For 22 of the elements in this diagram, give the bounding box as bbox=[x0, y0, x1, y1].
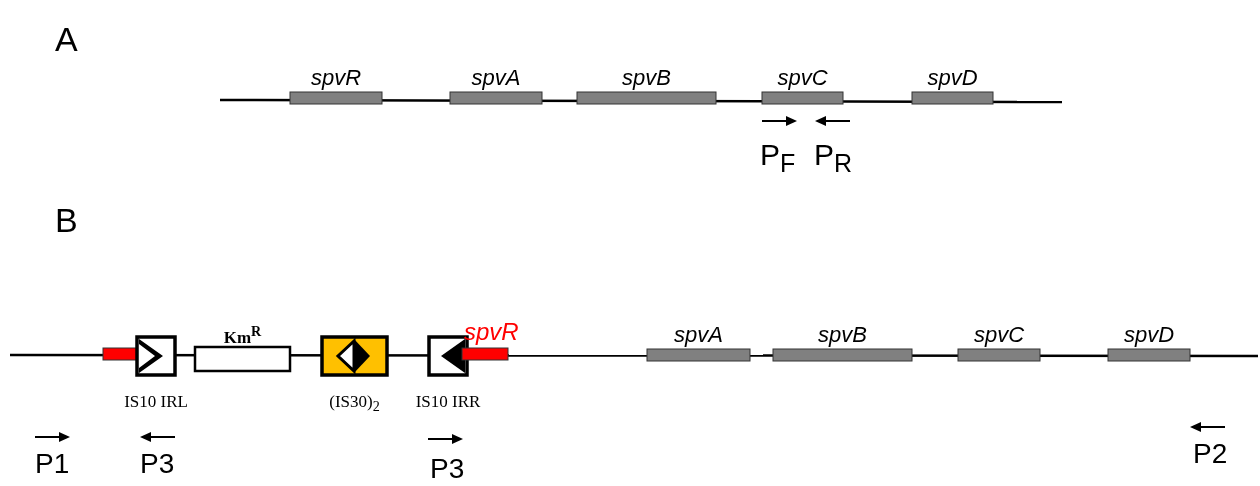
element-label: IS10 IRL bbox=[124, 393, 188, 410]
gene-label: spvA bbox=[471, 67, 521, 89]
gene-label: spvC bbox=[777, 67, 828, 89]
primer-label: P$_{R}$ bbox=[814, 140, 853, 176]
primer-label: P$_{F}$ bbox=[760, 140, 796, 176]
gene-label: spvB bbox=[818, 324, 867, 346]
primer-label: P1 bbox=[35, 450, 70, 478]
gene-label: spvD bbox=[1123, 324, 1175, 346]
primer-label: P2 bbox=[1193, 440, 1228, 468]
gene-label: Km$^{R}$ bbox=[223, 324, 262, 346]
primer-label: P3 bbox=[140, 450, 175, 478]
panel-letter: B bbox=[55, 203, 78, 237]
element-label: (IS30)$_{2}$ bbox=[329, 393, 380, 414]
primer-label: P3 bbox=[430, 455, 465, 483]
gene-label: spvR bbox=[464, 320, 519, 344]
panel-letter: A bbox=[55, 22, 78, 56]
gene-label: spvD bbox=[927, 67, 978, 89]
gene-label: spvA bbox=[674, 324, 723, 346]
element-label: IS10 IRR bbox=[415, 393, 481, 410]
gene-label: spvC bbox=[973, 324, 1025, 346]
gene-label: spvB bbox=[622, 67, 671, 89]
gene-label: spvR bbox=[310, 67, 362, 89]
